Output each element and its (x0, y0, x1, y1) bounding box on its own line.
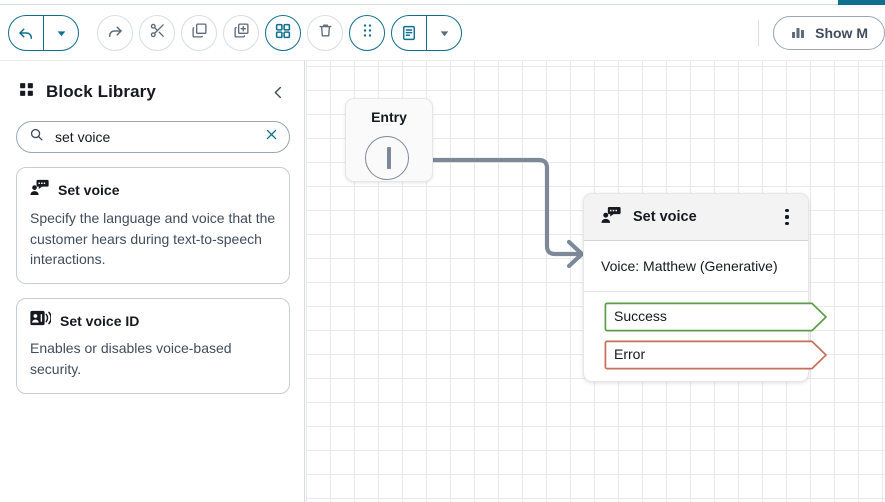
block-card-title: Set voice (58, 182, 120, 198)
redo-button[interactable] (97, 15, 133, 51)
port-error[interactable]: Error (584, 340, 827, 370)
copy-icon (191, 22, 208, 44)
toolbar-divider (758, 20, 760, 46)
dots-grid-icon (359, 22, 376, 44)
undo-icon[interactable] (9, 16, 43, 50)
toolbar-left-group (8, 5, 462, 61)
document-icon[interactable] (392, 16, 426, 50)
block-library-panel: Block Library (0, 61, 305, 502)
voice-id-badge-icon (30, 310, 52, 331)
block-card-header: Set voice ID (30, 310, 276, 331)
toolbar-right-group: Show M (758, 5, 885, 61)
undo-button[interactable] (8, 15, 79, 51)
port-success[interactable]: Success (584, 302, 827, 332)
search-icon (29, 127, 44, 147)
entry-port-stem (387, 147, 391, 169)
more-vertical-icon[interactable] (778, 205, 796, 229)
bar-chart-icon (790, 24, 806, 43)
trash-icon (317, 22, 334, 44)
grid-blocks-icon (274, 22, 292, 45)
page-title: Block Library (46, 82, 156, 101)
top-hairline (0, 4, 838, 5)
cut-button[interactable] (139, 15, 175, 51)
flow-canvas[interactable]: Entry Set voice (306, 61, 885, 502)
top-accent-bar (838, 0, 885, 6)
blocks-button[interactable] (265, 15, 301, 51)
show-metrics-button[interactable]: Show M (773, 16, 885, 50)
set-voice-node-title: Set voice (633, 209, 697, 225)
set-voice-node-header[interactable]: Set voice (584, 194, 808, 241)
port-error-label: Error (614, 346, 646, 362)
port-success-shape (604, 302, 827, 332)
scissors-icon (149, 22, 166, 44)
notes-button[interactable] (391, 15, 462, 51)
chevron-left-icon[interactable] (268, 82, 288, 102)
entry-node-label: Entry (371, 109, 407, 125)
grid-blocks-icon (18, 81, 35, 103)
search-input[interactable] (53, 128, 258, 146)
undo-dropdown-caret-icon[interactable] (44, 16, 78, 50)
port-success-label: Success (614, 308, 667, 324)
block-card-description: Specify the language and voice that the … (30, 210, 276, 268)
port-error-shape (604, 340, 827, 370)
person-speech-icon (601, 206, 621, 229)
show-metrics-label: Show M (815, 25, 868, 41)
block-card-header: Set voice (30, 179, 276, 201)
set-voice-node-ports: Success Error (584, 292, 827, 381)
circle-port-icon[interactable] (365, 136, 409, 180)
person-speech-icon (30, 179, 49, 201)
notes-dropdown-caret-icon[interactable] (427, 16, 461, 50)
block-card-set-voice[interactable]: Set voice Specify the language and voice… (16, 167, 290, 285)
duplicate-button[interactable] (223, 15, 259, 51)
block-library-header: Block Library (0, 61, 304, 107)
menu-dot (785, 209, 789, 213)
delete-button[interactable] (307, 15, 343, 51)
set-voice-node[interactable]: Set voice Voice: Matthew (Generative) Su… (583, 193, 827, 382)
menu-dot (785, 221, 789, 225)
block-card-description: Enables or disables voice-based security… (30, 340, 232, 377)
menu-dot (785, 215, 789, 219)
undo-split-divider (43, 16, 44, 50)
close-x-icon[interactable] (264, 127, 279, 147)
drag-handle-button[interactable] (349, 15, 385, 51)
editor-toolbar: Show M (0, 5, 885, 61)
entry-node[interactable]: Entry (345, 98, 433, 182)
redo-icon (106, 22, 124, 45)
block-card-set-voice-id[interactable]: Set voice ID Enables or disables voice-b… (16, 298, 290, 394)
block-card-title: Set voice ID (60, 312, 140, 329)
notes-split-divider (426, 16, 427, 50)
duplicate-add-icon (233, 22, 250, 44)
search-field[interactable] (16, 121, 290, 153)
copy-button[interactable] (181, 15, 217, 51)
set-voice-node-body: Voice: Matthew (Generative) (584, 241, 808, 292)
